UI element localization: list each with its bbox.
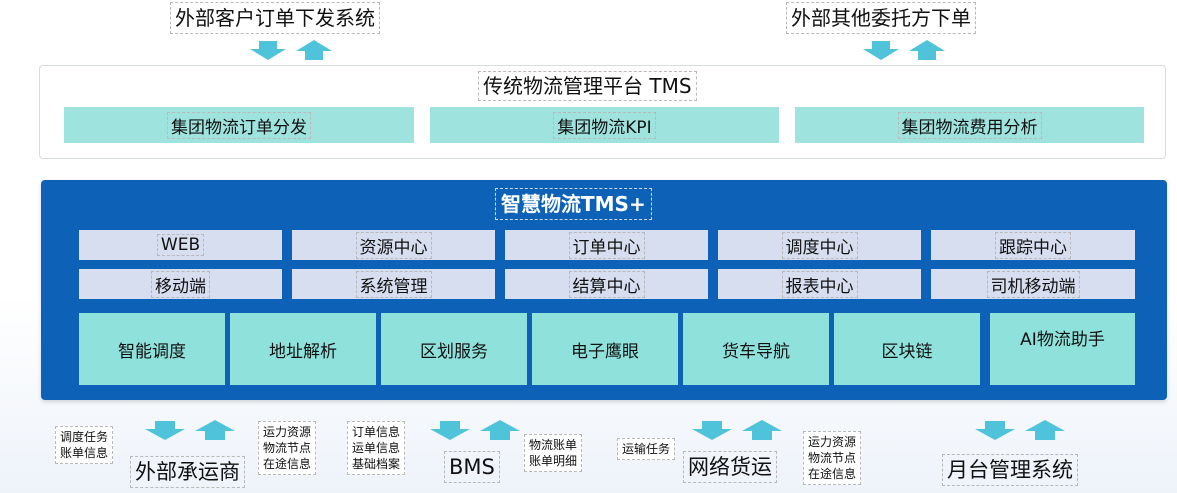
module-tracking-center: 跟踪中心 (931, 230, 1135, 260)
service-truck-navigation: 货车导航 (683, 313, 829, 385)
module-label: 系统管理 (355, 270, 432, 298)
service-label: 智能调度 (118, 341, 186, 362)
module-dispatch-center: 调度中心 (718, 230, 921, 260)
arrow-down-icon (863, 41, 899, 60)
note-line: 运力资源 (263, 425, 312, 439)
bms-name: BMS (444, 451, 500, 483)
arrow-down-icon (250, 41, 286, 60)
service-label: 地址解析 (269, 341, 337, 362)
freight-note-left: 运输任务 (617, 438, 676, 460)
note-line: 物流节点 (808, 451, 857, 465)
external-carrier-name: 外部承运商 (130, 456, 245, 488)
note-line: 账单明细 (529, 454, 578, 468)
arrow-down-icon (692, 421, 732, 440)
module-order-center: 订单中心 (505, 230, 708, 260)
tms-bar-label: 集团物流费用分析 (897, 111, 1042, 139)
arrow-up-icon (296, 40, 332, 60)
service-label: 货车导航 (722, 341, 790, 362)
module-system-management: 系统管理 (292, 269, 495, 299)
arrow-up-icon (742, 420, 782, 440)
service-electronic-eagle-eye: 电子鹰眼 (532, 313, 678, 385)
service-blockchain: 区块链 (834, 313, 980, 385)
arrow-down-icon (430, 421, 470, 440)
module-driver-mobile: 司机移动端 (931, 269, 1135, 299)
service-label: 区划服务 (420, 341, 488, 362)
carrier-note-right: 运力资源 物流节点 在途信息 (258, 421, 317, 475)
module-label: 移动端 (151, 270, 210, 298)
freight-note-right: 运力资源 物流节点 在途信息 (803, 431, 862, 485)
note-line: 运单信息 (352, 441, 401, 455)
platform-arrows (975, 420, 1065, 440)
note-line: 订单信息 (352, 425, 401, 439)
arrow-up-icon (480, 420, 520, 440)
service-label: AI物流助手 (1020, 330, 1105, 350)
module-label: 报表中心 (781, 270, 858, 298)
service-zoning: 区划服务 (381, 313, 527, 385)
tms-bar-order-dispatch: 集团物流订单分发 (64, 107, 414, 143)
note-line: 账单信息 (60, 446, 109, 460)
service-label: 电子鹰眼 (571, 341, 639, 362)
note-line: 物流节点 (263, 441, 312, 455)
module-label: 调度中心 (781, 231, 858, 259)
module-report-center: 报表中心 (718, 269, 921, 299)
external-order-system-label: 外部客户订单下发系统 (170, 2, 380, 34)
module-label: 结算中心 (568, 270, 645, 298)
module-resource-center: 资源中心 (292, 230, 495, 260)
module-mobile: 移动端 (79, 269, 282, 299)
bms-note-left: 订单信息 运单信息 基础档案 (347, 421, 406, 475)
freight-arrows (692, 420, 782, 440)
note-line: 调度任务 (60, 430, 109, 444)
external-client-order-label: 外部其他委托方下单 (786, 2, 976, 34)
arrow-up-icon (909, 40, 945, 60)
carrier-note-left: 调度任务 账单信息 (55, 426, 114, 464)
module-web: WEB (79, 230, 282, 260)
module-label: WEB (156, 234, 205, 256)
smart-tms-plus-title: 智慧物流TMS+ (495, 188, 652, 220)
network-freight-name: 网络货运 (683, 451, 777, 483)
module-label: 订单中心 (568, 231, 645, 259)
traditional-tms-title: 传统物流管理平台 TMS (478, 71, 697, 101)
tms-bar-cost-analysis: 集团物流费用分析 (795, 107, 1144, 143)
module-settlement-center: 结算中心 (505, 269, 708, 299)
arrow-down-icon (975, 421, 1015, 440)
carrier-arrows (145, 420, 235, 440)
arrow-up-icon (1025, 420, 1065, 440)
arrow-down-icon (145, 421, 185, 440)
note-line: 运力资源 (808, 435, 857, 449)
arrow-up-icon (195, 420, 235, 440)
tms-bar-label: 集团物流订单分发 (167, 111, 311, 139)
note-line: 在途信息 (808, 467, 857, 481)
note-line: 运输任务 (622, 442, 671, 456)
bms-arrows (430, 420, 520, 440)
top-right-arrows (863, 40, 945, 60)
platform-management-name: 月台管理系统 (942, 454, 1078, 486)
service-label: 区块链 (881, 341, 933, 362)
service-ai-assistant: AI物流助手 (990, 313, 1135, 385)
note-line: 在途信息 (263, 457, 312, 471)
note-line: 基础档案 (352, 457, 401, 471)
module-label: 司机移动端 (986, 270, 1080, 298)
bms-note-right: 物流账单 账单明细 (524, 434, 583, 472)
top-left-arrows (250, 40, 332, 60)
service-smart-dispatch: 智能调度 (79, 313, 225, 385)
note-line: 物流账单 (529, 438, 578, 452)
service-address-parsing: 地址解析 (230, 313, 376, 385)
tms-bar-kpi: 集团物流KPI (430, 107, 779, 143)
module-label: 资源中心 (355, 231, 432, 259)
tms-bar-label: 集团物流KPI (553, 111, 656, 139)
module-label: 跟踪中心 (995, 231, 1071, 259)
